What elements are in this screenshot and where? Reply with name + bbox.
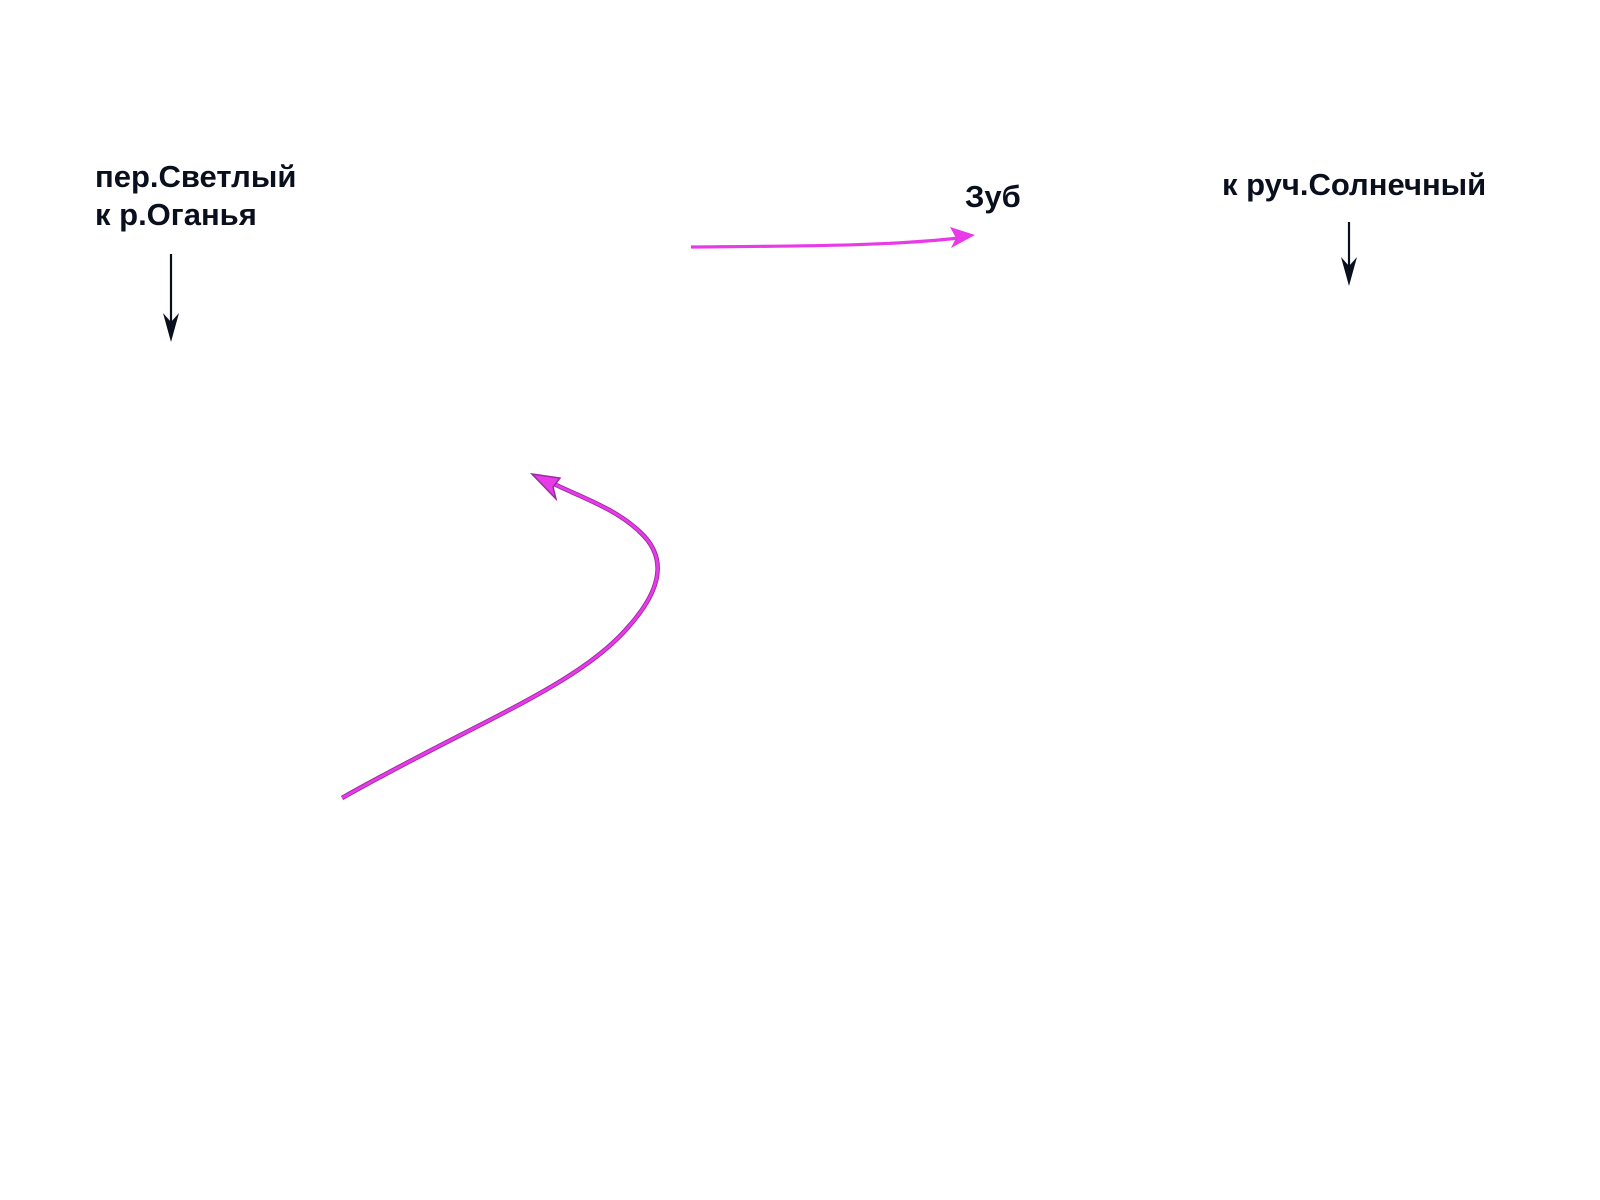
creek-label: к руч.Солнечный: [1222, 167, 1487, 202]
peak-label: Зуб: [965, 179, 1021, 214]
route-arrow-curved: [340, 472, 660, 801]
pass-name-text: пер.Светлый: [95, 159, 297, 194]
creek-direction-arrow: [1341, 222, 1357, 286]
pass-direction-text: к р.Оганья: [95, 197, 257, 232]
pass-direction-arrow: [163, 254, 179, 342]
route-arrow-to-peak: [690, 227, 975, 249]
pass-label: пер.Светлый к р.Оганья: [95, 158, 296, 234]
